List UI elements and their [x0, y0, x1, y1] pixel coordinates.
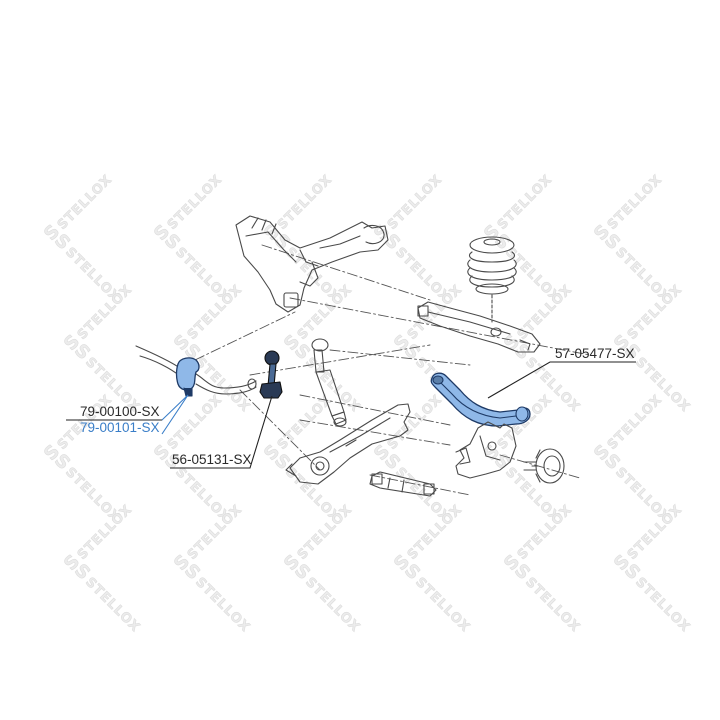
assembly-axes	[194, 244, 591, 496]
stabilizer-link	[259, 350, 283, 399]
stabilizer-bar	[135, 345, 257, 395]
trailing-arm	[285, 403, 411, 485]
lower-spring-arm	[417, 301, 541, 353]
upper-control-arm	[430, 372, 531, 427]
stabilizer-bushing	[175, 357, 200, 397]
wheel-knuckle	[455, 421, 517, 479]
part-label-upper-control-arm[interactable]: 57-05477-SX	[555, 346, 635, 361]
coil-spring	[467, 236, 517, 323]
subframe	[235, 215, 389, 313]
shock-absorber	[311, 338, 347, 427]
part-label-stabilizer-link[interactable]: 56-05131-SX	[172, 452, 252, 467]
part-label-stabilizer-bushing-a[interactable]: 79-00100-SX	[80, 404, 160, 419]
leader-lines	[66, 361, 636, 469]
part-label-stabilizer-bushing-b[interactable]: 79-00101-SX	[80, 420, 160, 435]
toe-link	[369, 471, 437, 497]
wheel-hub	[523, 448, 565, 484]
